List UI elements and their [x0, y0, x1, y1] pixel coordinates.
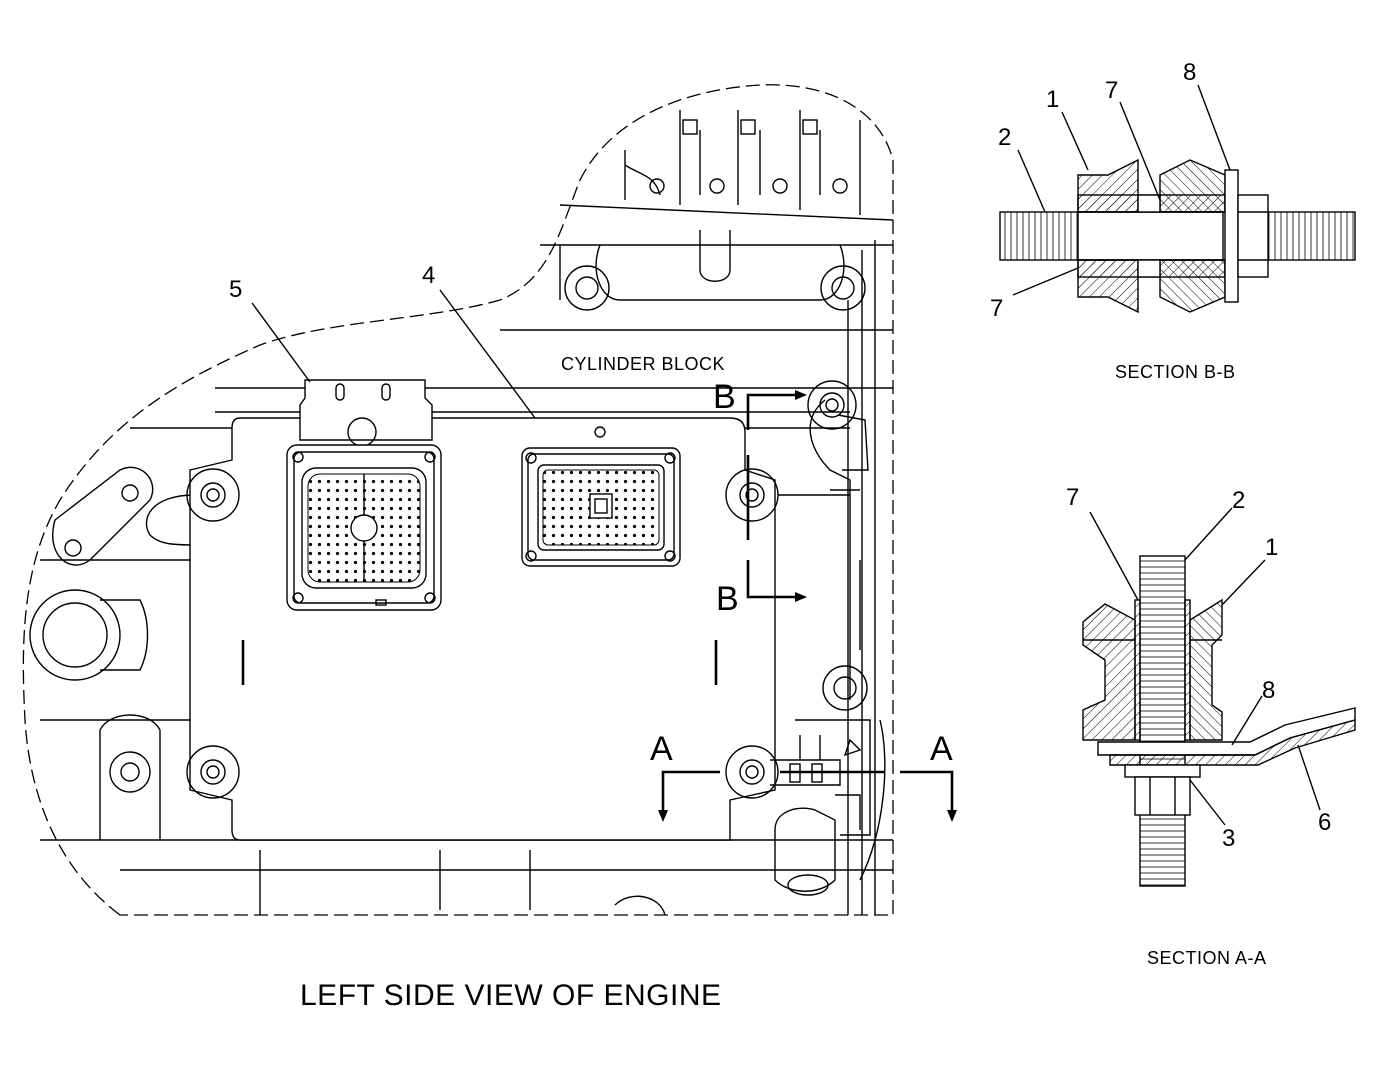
section-cut-b: B B: [713, 378, 807, 618]
section-mark-a-right: A: [930, 730, 953, 768]
callout-aa-2: 2: [1232, 487, 1245, 514]
stud-2-aa: [1139, 555, 1186, 887]
ecm-module: [186, 380, 857, 841]
connector-large: [286, 379, 442, 611]
section-mark-a-left: A: [650, 730, 673, 768]
connector-ecm: [521, 447, 681, 567]
callout-5: 5: [229, 276, 242, 303]
view-boundary: [22, 84, 894, 916]
callout-bb-7-bottom: 7: [990, 295, 1003, 322]
callout-4: 4: [422, 262, 435, 289]
callout-bb-7-top: 7: [1105, 77, 1118, 104]
callout-aa-8: 8: [1262, 677, 1275, 704]
section-aa-title: SECTION A-A: [1147, 948, 1267, 968]
section-bb: 1 7 8 2 7 SECTION B-B: [990, 59, 1356, 382]
main-view-title: LEFT SIDE VIEW OF ENGINE: [300, 979, 722, 1012]
callout-aa-1: 1: [1265, 534, 1278, 561]
callout-aa-7: 7: [1066, 484, 1079, 511]
callout-aa-3: 3: [1222, 825, 1235, 852]
section-cut-a: A A: [650, 730, 957, 822]
callout-bb-2: 2: [998, 124, 1011, 151]
leader-4: [439, 289, 536, 419]
callout-bb-1: 1: [1046, 86, 1059, 113]
callout-bb-8: 8: [1183, 59, 1196, 86]
ground-strap-a: [770, 735, 862, 786]
section-mark-b-bottom: B: [716, 580, 739, 618]
leader-5: [251, 302, 311, 383]
section-bb-title: SECTION B-B: [1115, 362, 1236, 382]
section-mark-b-top: B: [713, 378, 736, 416]
cylinder-block-label: CYLINDER BLOCK: [561, 354, 725, 374]
left-side-view: B B A A 5 4 CYLINDER BLOCK LEFT SIDE VIE…: [22, 84, 957, 1012]
section-aa: 7 2 1 8 3 6 SECTION A-A: [1066, 484, 1356, 968]
callout-aa-6: 6: [1318, 809, 1331, 836]
